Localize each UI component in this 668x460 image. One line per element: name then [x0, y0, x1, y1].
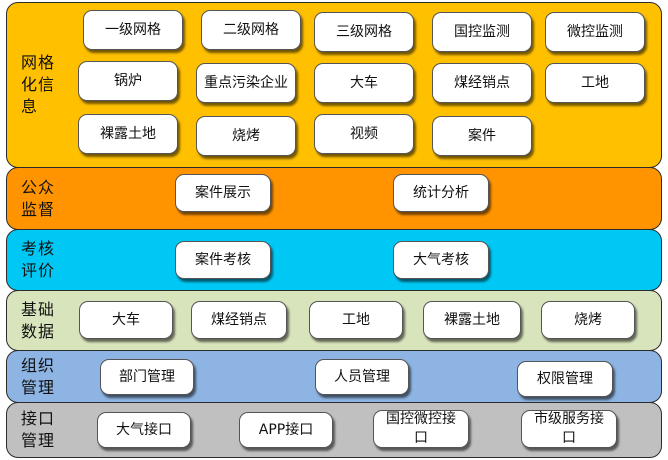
box-micro-monitor: 微控监测 [545, 12, 645, 52]
box-bare-land: 裸露土地 [78, 114, 178, 154]
layer-basic-data: 基础数据 大车 煤经销点 工地 裸露土地 烧烤 [6, 290, 662, 351]
layer-api-management: 接口管理 大气接口 APP接口 国控微控接口 市级服务接口 [6, 402, 662, 458]
box-permission-management: 权限管理 [517, 361, 613, 397]
box-city-service-api: 市级服务接口 [521, 410, 617, 448]
box-key-polluter: 重点污染企业 [196, 63, 296, 103]
layer-title-public-supervision: 公众监督 [21, 177, 56, 219]
box-staff-management: 人员管理 [315, 359, 409, 395]
box-basic-truck: 大车 [79, 301, 173, 339]
box-boiler: 锅炉 [78, 61, 178, 101]
box-barbecue: 烧烤 [196, 116, 296, 156]
layer-title-basic-data: 基础数据 [21, 299, 56, 341]
box-basic-bare-land: 裸露土地 [423, 301, 521, 339]
box-basic-coal-dealer: 煤经销点 [191, 301, 287, 339]
box-case-assessment: 案件考核 [175, 241, 271, 279]
box-basic-barbecue: 烧烤 [541, 301, 635, 339]
box-basic-construction: 工地 [309, 301, 403, 339]
layer-org-management: 组织管理 部门管理 人员管理 权限管理 [6, 350, 662, 403]
box-national-micro-api: 国控微控接口 [373, 410, 469, 448]
layer-title-org-management: 组织管理 [21, 355, 56, 397]
box-level2-grid: 二级网格 [201, 10, 301, 50]
box-construction-site: 工地 [545, 63, 645, 103]
layer-public-supervision: 公众监督 案件展示 统计分析 [6, 167, 662, 230]
box-level3-grid: 三级网格 [314, 12, 414, 52]
box-dept-management: 部门管理 [100, 359, 194, 395]
box-case: 案件 [432, 116, 532, 156]
layer-title-assessment: 考核评价 [21, 239, 56, 280]
box-video: 视频 [314, 114, 414, 154]
box-national-monitor: 国控监测 [432, 12, 532, 52]
layer-title-api-management: 接口管理 [21, 409, 56, 450]
box-air-assessment: 大气考核 [393, 241, 489, 279]
box-statistics: 统计分析 [393, 174, 489, 212]
layer-grid-info: 网格化信息 一级网格 二级网格 三级网格 国控监测 微控监测 锅炉 重点污染企业… [6, 2, 662, 168]
box-app-api: APP接口 [239, 412, 333, 448]
box-level1-grid: 一级网格 [83, 10, 183, 50]
box-air-api: 大气接口 [97, 412, 191, 448]
box-truck: 大车 [314, 63, 414, 103]
layer-assessment: 考核评价 案件考核 大气考核 [6, 229, 662, 291]
box-case-display: 案件展示 [175, 174, 271, 212]
box-coal-dealer: 煤经销点 [432, 63, 532, 103]
layer-title-grid-info: 网格化信息 [21, 53, 56, 116]
